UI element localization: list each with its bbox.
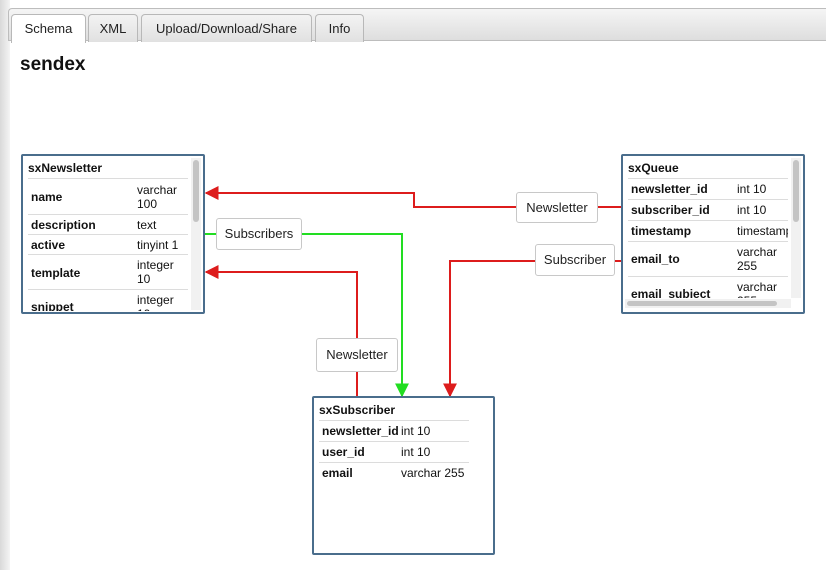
field-name: subscriber_id [631,203,710,217]
table-name: sxNewsletter [28,161,103,175]
tab-upload-download-share[interactable]: Upload/Download/Share [141,14,312,42]
left-panel-edge [0,0,10,570]
relation-line-subscriber-newsletter [204,265,358,396]
field-name: email [322,466,353,480]
field-row: active tinyint 1 [28,234,188,254]
field-type: varchar 100 [137,183,178,211]
field-name: template [31,266,81,280]
field-row: email_to varchar 255 [628,241,788,276]
field-name: email_subject [631,287,711,298]
field-type: varchar 255 [401,466,465,480]
table-sxsubscriber[interactable]: sxSubscriber newsletter_id int 10 user_i… [312,396,495,555]
field-type: integer 10 [137,258,174,286]
scrollbar-thumb[interactable] [627,301,777,306]
tab-info[interactable]: Info [315,14,364,42]
horizontal-scrollbar[interactable] [625,299,791,308]
table-sxnewsletter[interactable]: sxNewsletter name varchar 100 descriptio… [21,154,205,314]
relation-label-subscriber-newsletter[interactable]: Newsletter [316,338,398,372]
field-type: varchar 255 [737,245,778,273]
field-row: name varchar 100 [28,178,188,214]
field-row: description text [28,214,188,234]
field-row: email varchar 255 [319,462,469,483]
field-type: int 10 [737,182,767,196]
field-type: int 10 [401,424,431,438]
field-row: snippet integer 10 [28,289,188,311]
field-name: description [31,218,96,232]
vertical-scrollbar[interactable] [191,158,201,310]
relation-label-queue-subscriber[interactable]: Subscriber [535,244,615,276]
field-row: newsletter_id int 10 [319,420,469,441]
scrollbar-thumb[interactable] [793,160,799,222]
scrollbar-thumb[interactable] [193,160,199,222]
field-type: tinyint 1 [137,238,179,252]
table-name: sxQueue [628,161,679,175]
field-row: template integer 10 [28,254,188,289]
field-name: name [31,190,63,204]
field-name: newsletter_id [322,424,399,438]
field-type: timestamp [737,224,788,238]
field-row: user_id int 10 [319,441,469,462]
field-type: int 10 [401,445,431,459]
field-row: email_subject varchar 255 [628,276,788,298]
field-name: snippet [31,300,74,311]
field-name: timestamp [631,224,692,238]
field-type: text [137,218,157,232]
relation-label-queue-newsletter[interactable]: Newsletter [516,192,598,223]
relation-label-newsletter-subscribers[interactable]: Subscribers [216,218,302,250]
relation-line-queue-subscriber [443,260,622,398]
vertical-scrollbar[interactable] [791,158,801,298]
tab-bar: Schema XML Upload/Download/Share Info [8,8,826,43]
field-name: email_to [631,252,680,266]
table-sxqueue[interactable]: sxQueue newsletter_id int 10 subscriber_… [621,154,805,314]
field-type: int 10 [737,203,767,217]
field-name: active [31,238,66,252]
table-name: sxSubscriber [319,403,396,417]
page-title: sendex [20,54,86,75]
field-list: newsletter_id int 10 user_id int 10 emai… [319,420,469,486]
field-name: user_id [322,445,365,459]
field-list: newsletter_id int 10 subscriber_id int 1… [628,178,788,298]
tab-xml[interactable]: XML [88,14,138,42]
tab-schema[interactable]: Schema [11,14,86,43]
field-type: varchar 255 [737,280,778,298]
field-row: timestamp timestamp [628,220,788,241]
field-row: newsletter_id int 10 [628,178,788,199]
field-row: subscriber_id int 10 [628,199,788,220]
field-type: integer 10 [137,293,174,311]
field-name: newsletter_id [631,182,708,196]
field-list: name varchar 100 description text active… [28,178,188,311]
